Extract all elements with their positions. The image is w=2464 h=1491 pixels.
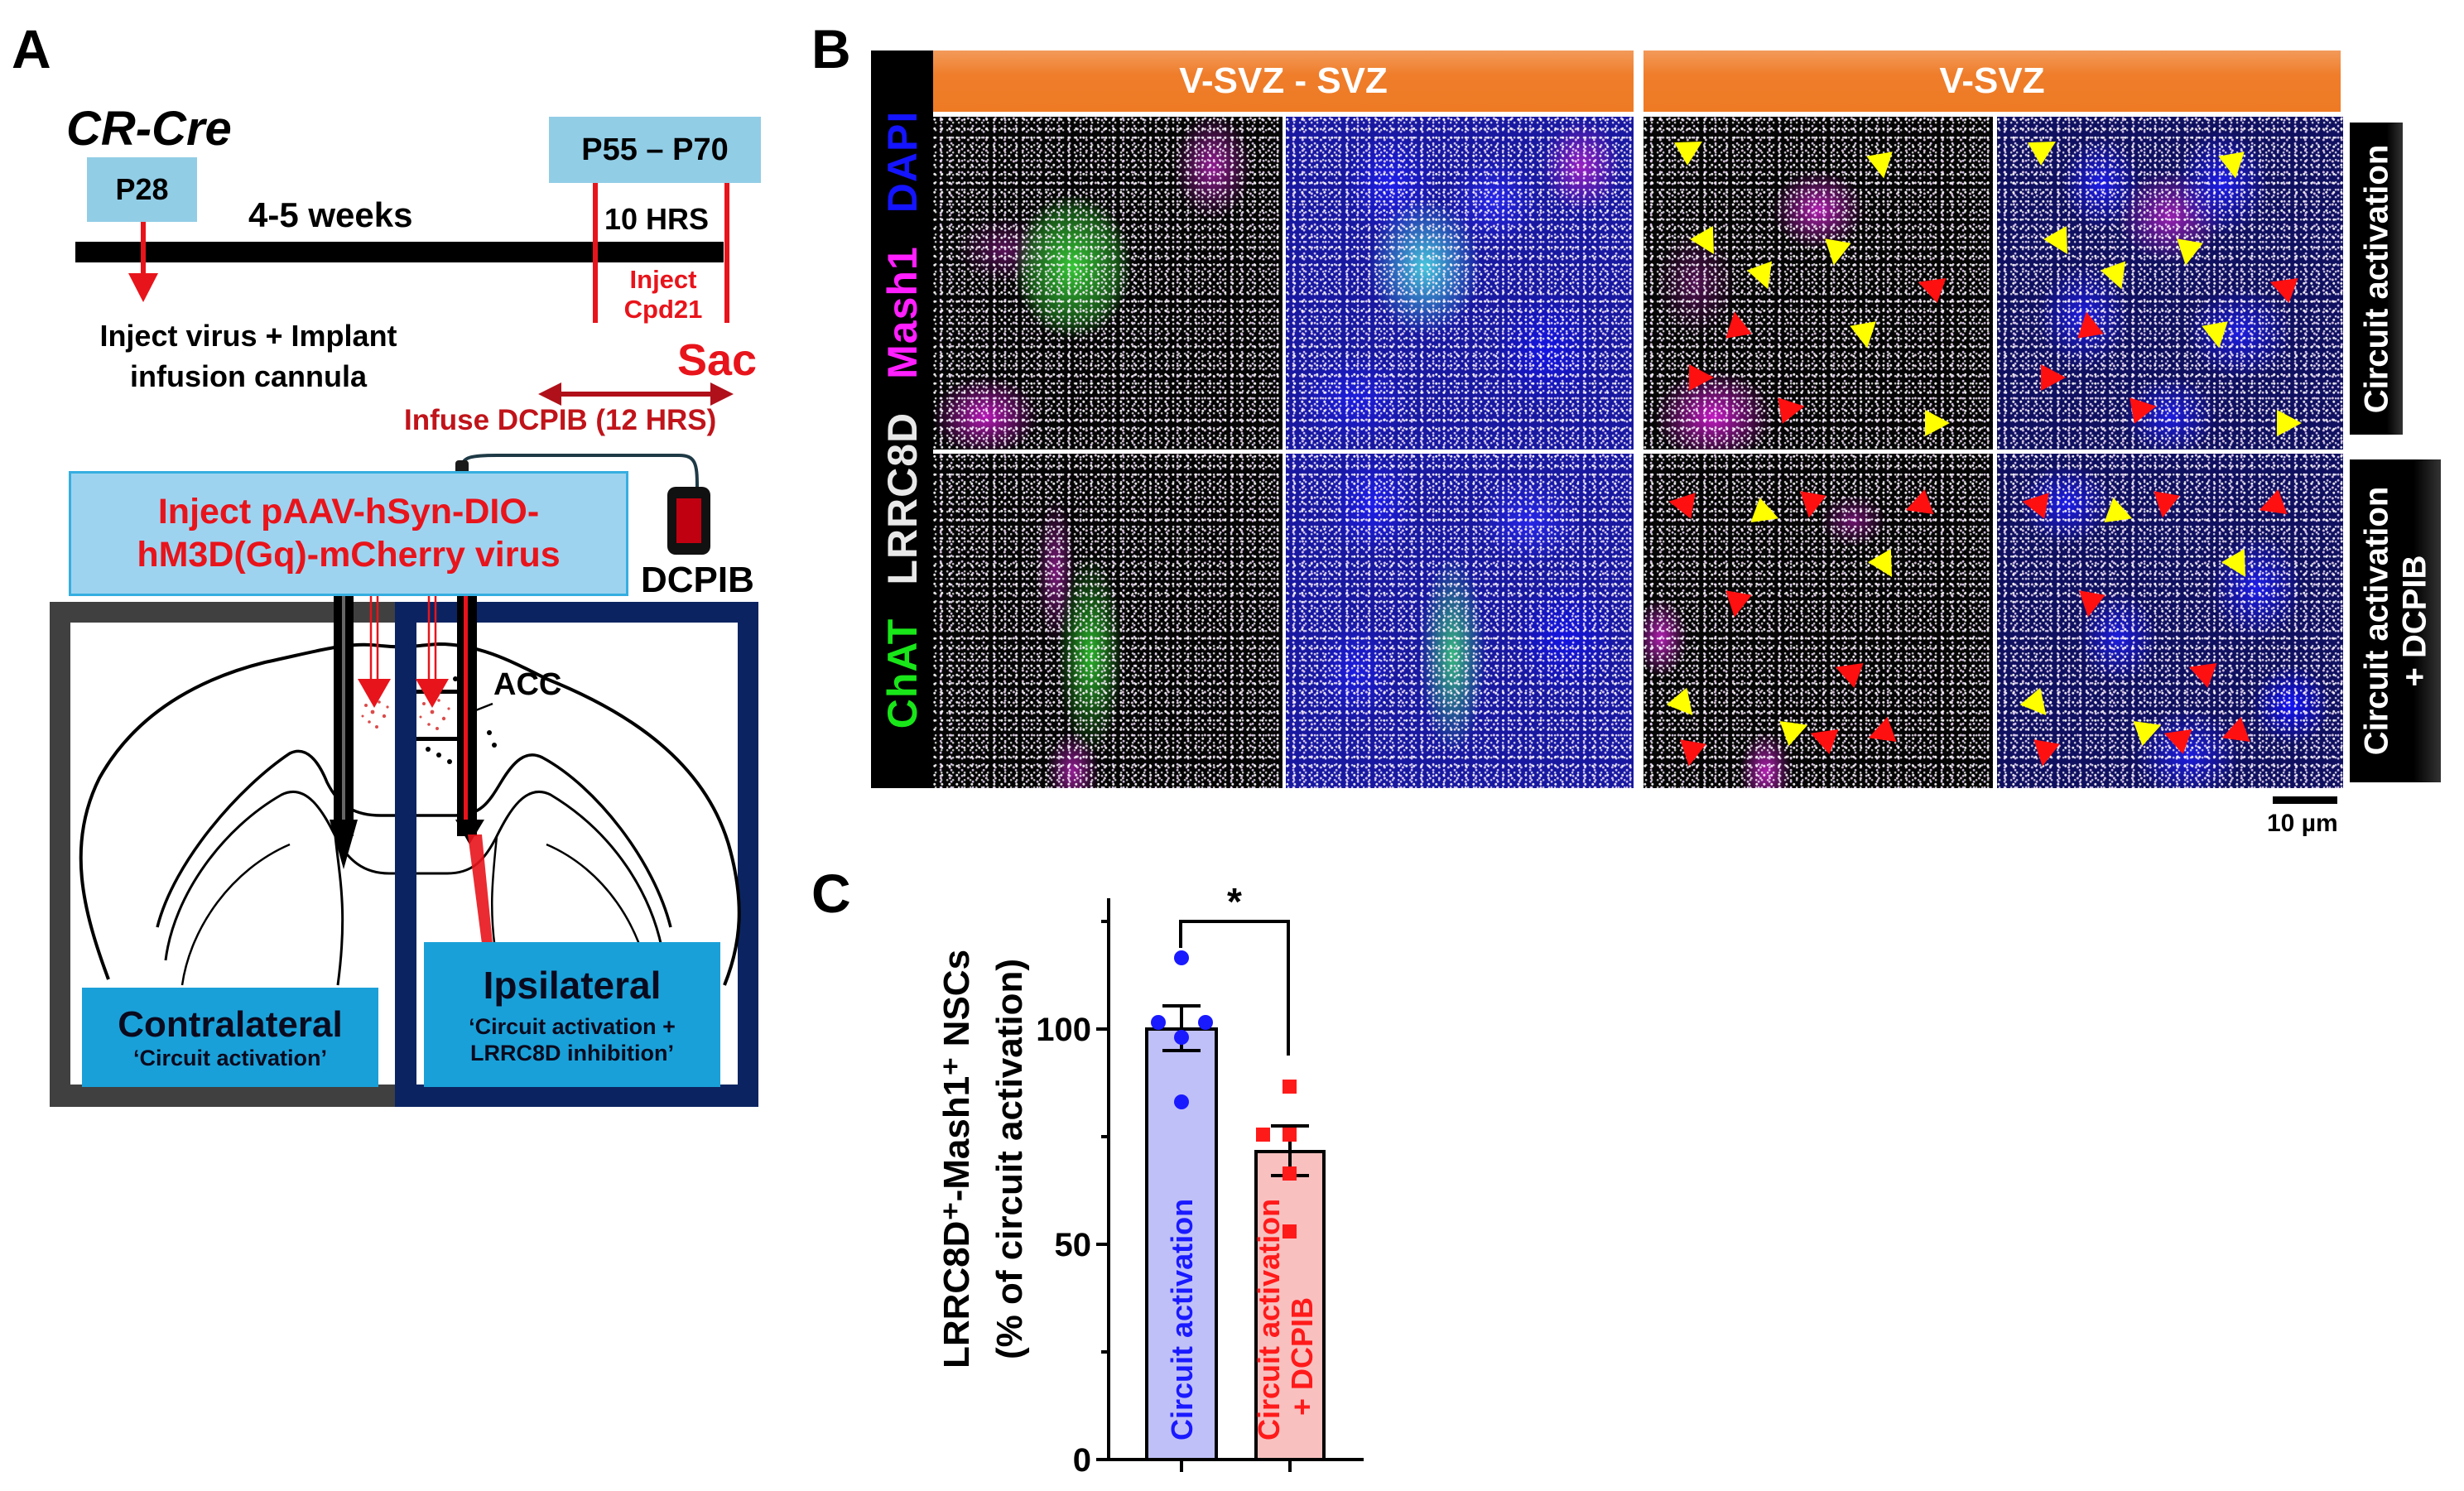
micrograph-speckle	[1286, 454, 1634, 788]
ipsilateral-subtitle-line2: LRRC8D inhibition’	[470, 1041, 674, 1066]
red-arrowheads-row1	[1689, 269, 2298, 424]
y-tick-labels: 0 50 100	[1036, 1012, 1091, 1479]
column-header-vsvz-svz-label: V-SVZ - SVZ	[1179, 60, 1388, 101]
significance-star: *	[1227, 886, 1242, 923]
micrograph-speckle	[1286, 117, 1634, 450]
contralateral-subtitle: ‘Circuit activation’	[132, 1045, 328, 1070]
scale-bar-label: 10 µm	[2267, 810, 2338, 837]
panel-letter-c: C	[811, 863, 851, 924]
micrograph-r2c2-merge-dapi	[1286, 454, 1634, 788]
micrograph-r1c2-merge-dapi	[1286, 117, 1634, 450]
sac-label: Sac	[677, 335, 758, 385]
row-label-circuit-activation-dcpib-text: Circuit activation + DCPIB	[2357, 487, 2433, 756]
column-header-vsvz: V-SVZ	[1643, 51, 2341, 112]
micrograph-r1c1-merge-no-dapi	[933, 117, 1283, 450]
points-circuit-activation	[1151, 950, 1213, 1109]
bar-label-circuit-activation-dcpib: Circuit activation + DCPIB	[1252, 1199, 1319, 1440]
inject-marker-line	[593, 183, 598, 323]
y-axis-label-rotated: LRRC8D⁺-Mash1⁺ NSCs (% of circuit activa…	[931, 950, 1037, 1368]
channel-label-mash1: Mash1	[878, 245, 926, 379]
panel-letter-a: A	[12, 18, 51, 79]
inject-drug-label: Inject Cpd21	[603, 265, 724, 324]
timeline-bar	[75, 242, 724, 262]
channel-label-strip: ChAT LRRC8D Mash1 DAPI	[871, 51, 933, 788]
micrograph-speckle	[933, 117, 1283, 450]
channel-label-group: ChAT LRRC8D Mash1 DAPI	[878, 110, 926, 728]
timeline-start-label: P28	[115, 172, 169, 206]
pump-fluid	[676, 498, 701, 543]
virus-box-line1: Inject pAAV-hSyn-DIO-	[157, 491, 540, 531]
start-event-label: Inject virus + Implant infusion cannula	[66, 316, 431, 397]
timeline-end-box: P55 – P70	[549, 117, 761, 183]
mouse-line-title: CR-Cre	[66, 102, 232, 156]
start-event-line1: Inject virus + Implant	[99, 319, 397, 353]
inject-drug-line1: Inject	[629, 265, 697, 294]
scale-bar	[2273, 796, 2337, 804]
start-event-line2: infusion cannula	[129, 358, 367, 393]
ipsilateral-subtitle-line1: ‘Circuit activation +	[469, 1013, 676, 1039]
micrograph-speckle	[933, 454, 1283, 788]
sac-marker-line	[724, 183, 729, 323]
contralateral-title: Contralateral	[118, 1003, 343, 1045]
row-label-line1: Circuit activation	[2358, 486, 2395, 756]
column-header-vsvz-svz: V-SVZ - SVZ	[933, 51, 1634, 112]
channel-label-chat: ChAT	[878, 618, 926, 729]
channel-label-lrrc8d: LRRC8D	[878, 411, 926, 585]
infusion-duration-arrow-icon	[538, 382, 734, 406]
ipsilateral-label-box: Ipsilateral ‘Circuit activation + LRRC8D…	[424, 942, 720, 1087]
virus-injection-arrow-icon	[128, 222, 158, 302]
row-label-circuit-activation: Circuit activation	[2350, 123, 2403, 435]
y-axis-label-line1: LRRC8D⁺-Mash1⁺ NSCs	[936, 949, 978, 1369]
bar-label-dcpib-line2: + DCPIB	[1285, 1297, 1319, 1416]
pump-label: DCPIB	[641, 560, 754, 600]
virus-injection-box: Inject pAAV-hSyn-DIO- hM3D(Gq)-mCherry v…	[69, 471, 628, 596]
y-tick-100: 100	[1036, 1012, 1091, 1048]
row-label-circuit-activation-text: Circuit activation	[2358, 144, 2395, 413]
window-label: 10 HRS	[604, 202, 710, 236]
arrowhead-overlay	[1666, 130, 2302, 769]
column-header-vsvz-label: V-SVZ	[1939, 60, 2045, 101]
channel-label-dapi: DAPI	[878, 110, 926, 213]
virus-box-line2: hM3D(Gq)-mCherry virus	[137, 534, 561, 575]
panel-a: CR-Cre P28 P55 – P70 4-5 weeks 10 HRS In…	[0, 0, 795, 1126]
bar-chart: 0 50 100 Circuit activation Circuit acti…	[1036, 886, 1364, 1479]
micrograph-r2c1-merge-no-dapi	[933, 454, 1283, 788]
x-axis	[1107, 1458, 1364, 1472]
duration-label: 4-5 weeks	[248, 195, 413, 234]
timeline-end-label: P55 – P70	[581, 132, 729, 167]
yellow-arrowheads-row2	[1666, 497, 2257, 747]
pump-canister-icon	[667, 487, 710, 555]
inject-drug-line2: Cpd21	[623, 294, 703, 324]
y-tick-0: 0	[1073, 1442, 1091, 1479]
ipsilateral-title: Ipsilateral	[483, 963, 662, 1007]
micrograph-r2c3-vsvz-no-dapi	[1643, 454, 1993, 788]
region-label-acc: ACC	[493, 667, 562, 702]
row-label-circuit-activation-dcpib: Circuit activation + DCPIB	[2350, 459, 2441, 782]
yellow-arrowheads-row1	[1674, 130, 2302, 436]
y-axis	[1096, 898, 1110, 1461]
panel-letter-b: B	[811, 18, 851, 79]
micrograph-r2c4-vsvz-dapi	[1997, 454, 2343, 788]
timeline-start-box: P28	[87, 157, 197, 222]
row-label-line2: + DCPIB	[2396, 555, 2433, 687]
bar-label-circuit-activation: Circuit activation	[1165, 1199, 1199, 1440]
points-circuit-activation-dcpib	[1256, 1080, 1297, 1238]
bar-circuit-activation-dcpib	[1254, 1150, 1326, 1461]
bar-label-dcpib-line1: Circuit activation	[1252, 1199, 1286, 1440]
red-arrowheads-row2	[1666, 488, 2288, 769]
contralateral-label-box: Contralateral ‘Circuit activation’	[82, 988, 378, 1087]
infusion-label: Infuse DCPIB (12 HRS)	[404, 404, 717, 436]
significance-bracket	[1179, 920, 1290, 1056]
y-tick-50: 50	[1055, 1227, 1092, 1263]
